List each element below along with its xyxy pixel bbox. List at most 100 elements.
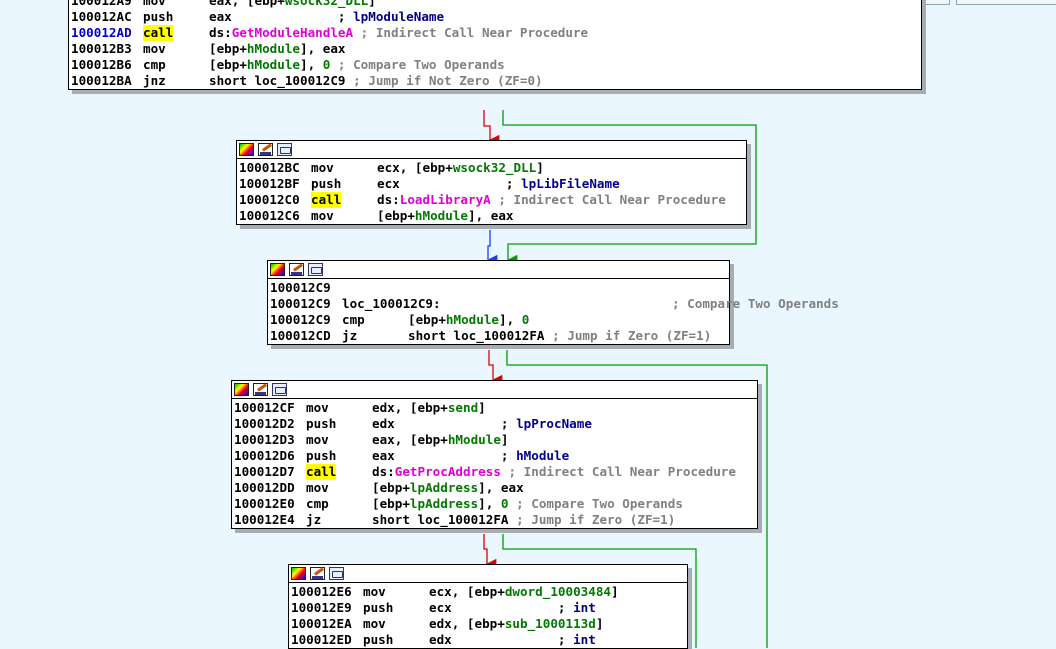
operand-text: [ebp+ (372, 496, 410, 511)
operands: [ebp+hModule], eax (209, 41, 346, 57)
operand-text: ecx, [ebp+ (377, 160, 453, 175)
palette-icon[interactable] (291, 567, 306, 580)
variable-name: wsock32_DLL (284, 0, 369, 8)
operands: edx ; int (429, 632, 596, 648)
mnemonic: mov (143, 0, 166, 8)
graph-icon[interactable] (308, 263, 323, 276)
operand-text: ], (300, 57, 323, 72)
arg-label: lpLibFileName (521, 176, 620, 191)
mnemonic: push (306, 416, 337, 431)
mnemonic: mov (311, 208, 334, 223)
variable-name: hModule (447, 432, 501, 447)
graph-icon[interactable] (272, 383, 287, 396)
api-name: GetProcAddress (394, 464, 501, 479)
comment: ; Jump if Zero (ZF=1) (508, 512, 676, 527)
operand-text: ] (536, 160, 544, 175)
edge-false (483, 534, 497, 570)
code-label: loc_100012C9: (342, 296, 441, 311)
tab-fragment[interactable] (956, 0, 1056, 5)
operand-text: ; (394, 416, 517, 431)
operand-text: ] (595, 616, 604, 631)
graph-icon[interactable] (277, 143, 292, 156)
operand-text: ], eax (468, 208, 514, 223)
operand-text: ecx, [ebp+ (429, 584, 505, 599)
variable-name: lpAddress (409, 496, 479, 511)
pencil-icon[interactable] (289, 263, 304, 276)
operand-text: ], eax (300, 41, 346, 56)
address: 100012DD (234, 480, 295, 495)
mnemonic: mov (311, 160, 334, 175)
operands: short loc_100012FA ; Jump if Zero (ZF=1) (372, 512, 675, 528)
palette-icon[interactable] (234, 383, 249, 396)
address: 100012A9 (71, 0, 132, 8)
operand-text: ; (394, 448, 517, 463)
address: 100012CF (234, 400, 295, 415)
address: 100012C9 (270, 312, 331, 327)
mnemonic: cmp (342, 312, 365, 327)
mnemonic: jz (342, 328, 358, 343)
operand-text: ], (499, 312, 522, 327)
comment: ; Indirect Call Near Procedure (500, 464, 736, 479)
operands: eax, [ebp+hModule] (372, 432, 509, 448)
pencil-icon[interactable] (253, 383, 268, 396)
palette-icon[interactable] (270, 263, 285, 276)
operand-text: edx, [ebp+ (429, 616, 505, 631)
palette-icon[interactable] (239, 143, 254, 156)
operand-text: ] (500, 432, 509, 447)
operands: short loc_100012FA ; Jump if Zero (ZF=1) (408, 328, 711, 344)
graph-icon[interactable] (329, 567, 344, 580)
operands: edx ; lpProcName (372, 416, 592, 432)
mnemonic: mov (143, 41, 166, 56)
variable-name: wsock32_DLL (452, 160, 537, 175)
operand-text: [ebp+ (209, 41, 247, 56)
operand-text: ds: (372, 464, 395, 479)
operand-text: ], (478, 496, 501, 511)
comment: ; Compare Two Operands (508, 496, 683, 511)
operand-text: ] (368, 0, 376, 8)
address: 100012AC (71, 9, 132, 24)
operand-text: eax (209, 9, 232, 24)
mnemonic: push (306, 448, 337, 463)
instruction-line[interactable]: 100012C9 (270, 280, 729, 296)
operand-text: edx, [ebp+ (372, 400, 448, 415)
variable-name: hModule (414, 208, 468, 223)
operand-text: ; (451, 632, 574, 647)
address: 100012AD (71, 25, 132, 40)
operands: eax ; lpModuleName (209, 9, 444, 25)
pencil-icon[interactable] (258, 143, 273, 156)
mnemonic: push (363, 600, 394, 615)
pencil-icon[interactable] (310, 567, 325, 580)
address: 100012EA (291, 616, 352, 631)
